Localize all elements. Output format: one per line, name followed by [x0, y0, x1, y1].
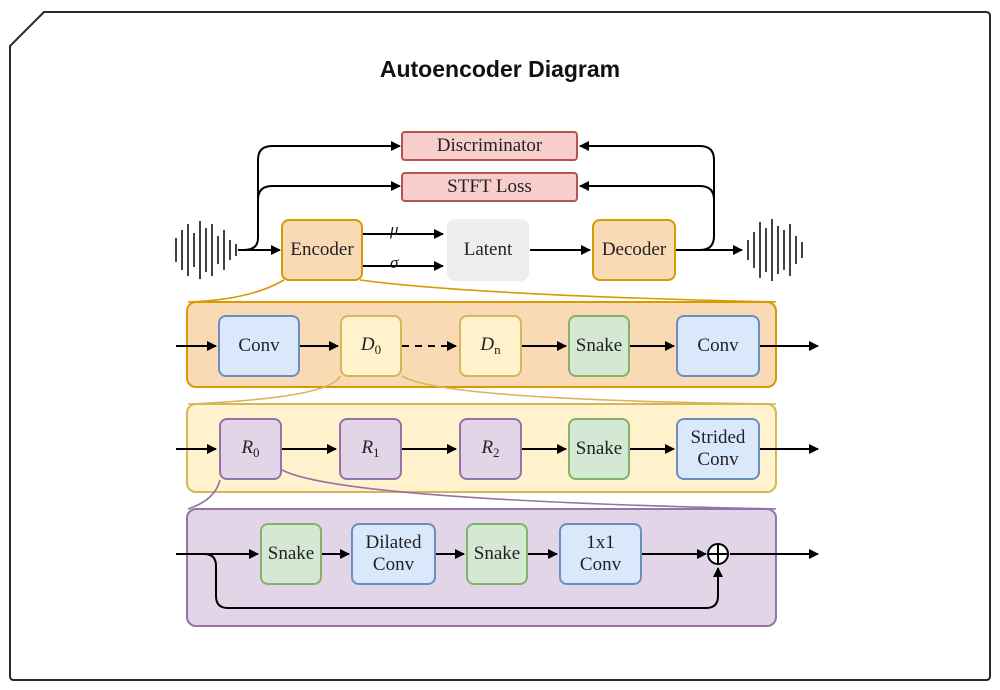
r1-label: R1 — [361, 437, 380, 461]
conv-in-label: Conv — [238, 335, 280, 357]
snake-box-row3a: Snake — [260, 523, 322, 585]
snake-box-row2: Snake — [568, 418, 630, 480]
output-waveform — [747, 219, 803, 281]
dilated-conv-line2: Conv — [372, 554, 415, 575]
decoder-label: Decoder — [601, 239, 667, 261]
conv-out-box: Conv — [676, 315, 760, 377]
strided-conv-line2: Conv — [697, 449, 739, 470]
strided-conv-line1: Strided — [690, 427, 746, 449]
r0-label: R0 — [241, 437, 260, 461]
latent-box: Latent — [447, 219, 529, 281]
r2-box: R2 — [459, 418, 522, 480]
conv-out-label: Conv — [697, 335, 739, 357]
snake-label-row1: Snake — [575, 335, 623, 357]
conv-1x1-box: 1x1 Conv — [559, 523, 642, 585]
dn-label: Dn — [480, 334, 501, 358]
decoder-box: Decoder — [592, 219, 676, 281]
encoder-box: Encoder — [281, 219, 363, 281]
diagram-title: Autoencoder Diagram — [379, 56, 621, 82]
strided-conv-box: Strided Conv — [676, 418, 760, 480]
mu-label: μ — [390, 220, 399, 239]
d0-box: D0 — [340, 315, 402, 377]
r0-box: R0 — [219, 418, 282, 480]
sum-node — [707, 543, 729, 565]
discriminator-label: Discriminator — [436, 135, 543, 157]
r2-label: R2 — [481, 437, 500, 461]
snake-label-row3b: Snake — [473, 543, 521, 565]
conv-in-box: Conv — [218, 315, 300, 377]
snake-label-row3a: Snake — [267, 543, 315, 565]
conv-1x1-line2: Conv — [579, 554, 622, 575]
r1-box: R1 — [339, 418, 402, 480]
dilated-conv-line1: Dilated — [365, 532, 422, 554]
dilated-conv-box: Dilated Conv — [351, 523, 436, 585]
input-waveform — [175, 221, 237, 279]
dn-box: Dn — [459, 315, 522, 377]
snake-label-row2: Snake — [575, 438, 623, 460]
encoder-label: Encoder — [290, 239, 354, 261]
sigma-label: σ — [390, 253, 399, 272]
d0-label: D0 — [360, 334, 382, 358]
conv-1x1-line1: 1x1 — [586, 532, 615, 554]
snake-box-row3b: Snake — [466, 523, 528, 585]
discriminator-box: Discriminator — [401, 131, 578, 161]
snake-box-row1: Snake — [568, 315, 630, 377]
latent-label: Latent — [463, 239, 513, 261]
stft-loss-label: STFT Loss — [447, 176, 532, 198]
stft-loss-box: STFT Loss — [401, 172, 578, 202]
